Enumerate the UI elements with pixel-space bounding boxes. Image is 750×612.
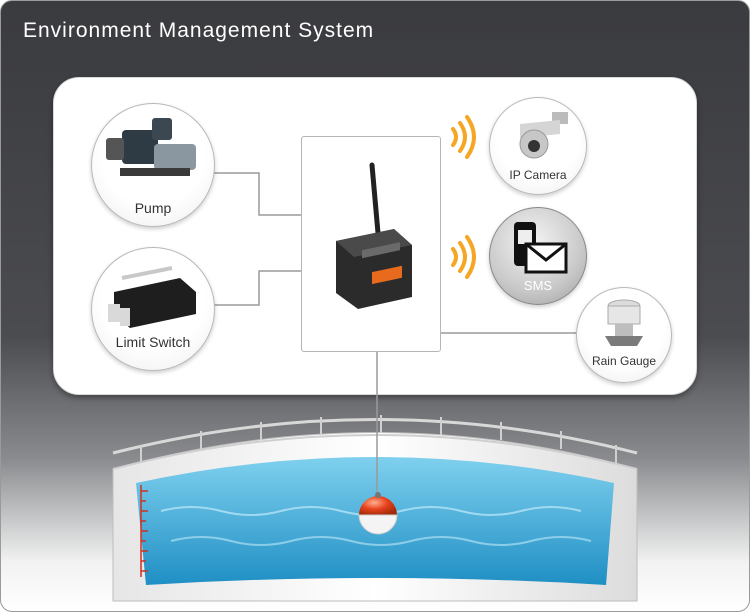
limit-switch-label: Limit Switch [115, 334, 191, 350]
rain-gauge-label: Rain Gauge [591, 354, 657, 368]
ip-camera-icon [519, 112, 568, 159]
sms-icon [514, 222, 568, 274]
page-title: Environment Management System [23, 19, 375, 42]
limit-switch-node: Limit Switch [91, 247, 215, 371]
sms-node: SMS [489, 207, 587, 305]
rain-gauge-icon [605, 299, 643, 346]
wireless-signal-icon [451, 235, 476, 279]
pump-node: Pump [91, 103, 215, 227]
controller-box [301, 136, 441, 352]
float-sensor-icon [358, 492, 398, 535]
ip-camera-node: IP Camera [489, 97, 587, 195]
pump-icon [106, 118, 196, 176]
controller-icon [336, 162, 412, 309]
sms-label: SMS [523, 278, 553, 293]
level-ruler [140, 485, 148, 577]
pump-label: Pump [134, 200, 172, 216]
wireless-signal-icon [451, 115, 476, 159]
limit-switch-icon [108, 266, 196, 328]
ip-camera-label: IP Camera [509, 168, 567, 182]
rain-gauge-node: Rain Gauge [576, 287, 672, 383]
tank-railing [112, 418, 638, 455]
